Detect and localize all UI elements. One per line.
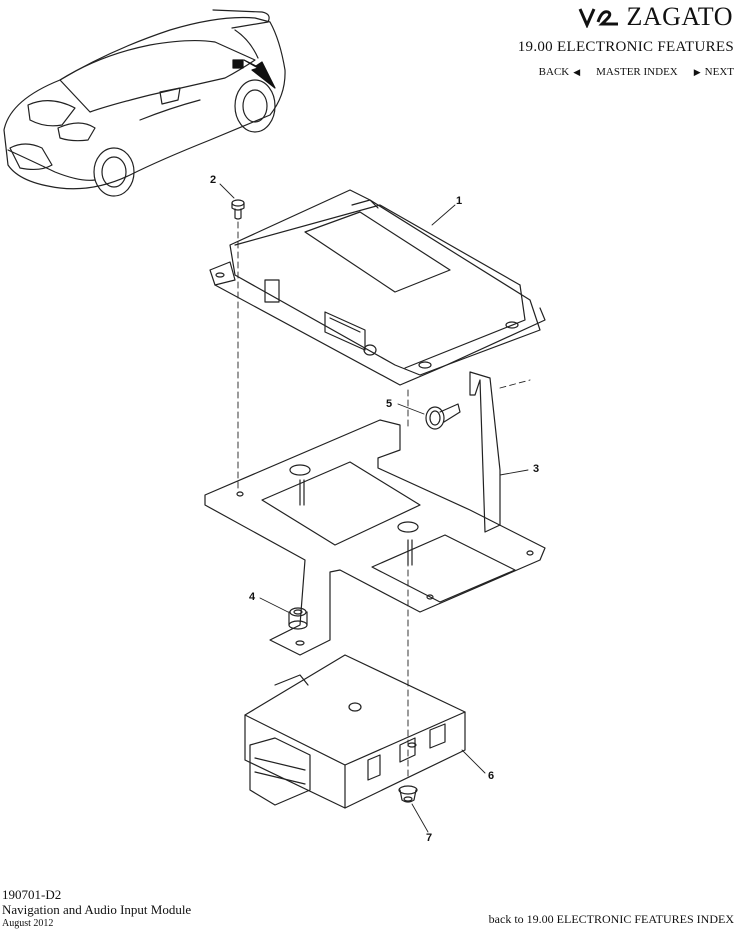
back-to-index-link[interactable]: back to 19.00 ELECTRONIC FEATURES INDEX bbox=[488, 912, 734, 926]
document-info: 190701-D2 Navigation and Audio Input Mod… bbox=[2, 887, 191, 931]
v12-logo-mark-icon bbox=[579, 8, 619, 28]
callout-6: 6 bbox=[488, 770, 494, 782]
master-index-link[interactable]: MASTER INDEX bbox=[596, 66, 678, 78]
part-1-module bbox=[209, 189, 546, 386]
next-label: NEXT bbox=[704, 66, 734, 78]
callout-4: 4 bbox=[249, 591, 256, 603]
brand-logo: ZAGATO bbox=[578, 2, 733, 32]
document-title: Navigation and Audio Input Module bbox=[2, 902, 192, 917]
part-4-nut bbox=[288, 607, 308, 630]
callout-3: 3 bbox=[533, 463, 539, 475]
back-link[interactable]: BACK ◀ bbox=[539, 66, 580, 78]
logo-text: ZAGATO bbox=[626, 2, 733, 31]
part-2-screw bbox=[231, 199, 245, 220]
part-5-bolt bbox=[425, 403, 461, 430]
triangle-left-icon: ◀ bbox=[573, 66, 581, 77]
car-illustration bbox=[3, 9, 286, 197]
location-arrow-icon bbox=[243, 59, 276, 89]
callout-5: 5 bbox=[386, 398, 392, 410]
part-3-bracket bbox=[204, 371, 546, 656]
callout-7: 7 bbox=[426, 832, 432, 844]
next-link[interactable]: ▶ NEXT bbox=[694, 66, 734, 78]
master-index-label: MASTER INDEX bbox=[596, 66, 678, 78]
document-date: August 2012 bbox=[2, 918, 54, 929]
part-6-module bbox=[244, 654, 466, 809]
callout-2: 2 bbox=[210, 174, 216, 186]
callout-1: 1 bbox=[456, 195, 462, 207]
triangle-right-icon: ▶ bbox=[693, 66, 701, 77]
section-title: 19.00 ELECTRONIC FEATURES bbox=[517, 39, 734, 55]
document-code: 190701-D2 bbox=[2, 887, 62, 902]
part-7-grommet bbox=[398, 785, 418, 803]
back-label: BACK bbox=[538, 66, 570, 78]
navigation-bar: BACK ◀ MASTER INDEX ▶ NEXT bbox=[539, 66, 734, 78]
